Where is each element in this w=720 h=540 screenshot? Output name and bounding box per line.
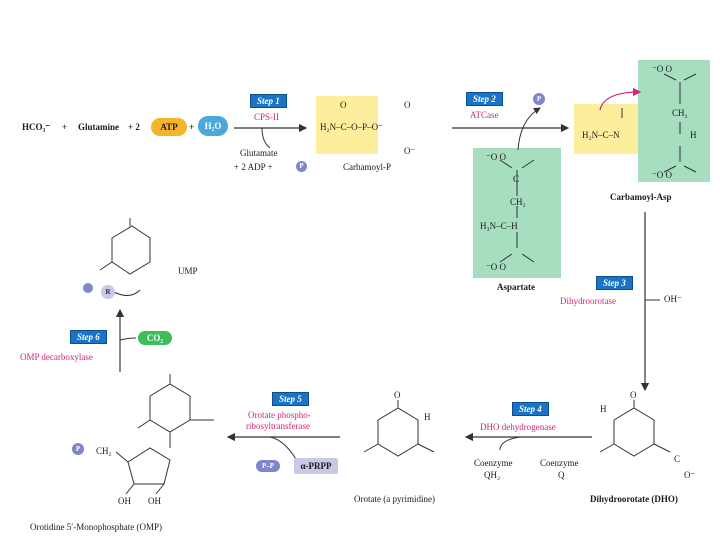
carbamoyl-asp-h: H [690, 130, 697, 140]
omp-oh1: OH [118, 496, 131, 506]
carbamoyl-asp-bottom: ⁻O O [652, 170, 672, 180]
carbamoyl-p-name: Carbamoyl-P [343, 162, 391, 172]
plus-sign-water: + [189, 122, 195, 132]
aspartate-name: Aspartate [497, 282, 535, 292]
adp-label: + 2 ADP + [234, 162, 273, 172]
carbamoyl-p-formula: H₂N–C–O–P–O⁻ [320, 122, 383, 132]
step-1-badge: Step 1 [250, 94, 287, 108]
phosphate-released-icon: P [533, 93, 545, 105]
omp-phosphate-icon: P [72, 443, 84, 455]
pyrophosphate-icon: P–P [256, 460, 280, 472]
step-2-enzyme: ATCase [470, 110, 499, 120]
step-6-enzyme: OMP decarboxylase [20, 352, 93, 362]
step-2-badge: Step 2 [466, 92, 503, 106]
carbamoyl-p-o-top: O [340, 100, 347, 110]
orotate-o: O [394, 390, 401, 400]
step-3-enzyme: Dihydroorotase [560, 296, 616, 306]
hydroxide-label: OH⁻ [664, 294, 682, 304]
bicarbonate-label: HCO₃⁻ [22, 122, 50, 132]
carbamoyl-asp-amide-highlight [574, 104, 638, 154]
step-5-badge: Step 5 [272, 392, 309, 406]
carbamoyl-p-o-bottom: O⁻ [404, 146, 416, 156]
step-4-badge: Step 4 [512, 402, 549, 416]
co2-pill: CO₂ [138, 331, 172, 345]
aspartate-c4: C [513, 174, 520, 184]
carbamoyl-asp-name: Carbamoyl-Asp [610, 192, 672, 202]
aspartate-ch2: CH₂ [510, 197, 526, 207]
dho-c: C [674, 454, 681, 464]
omp-ch2: CH₂ [96, 446, 112, 456]
dho-name: Dihydroorotate (DHO) [590, 494, 678, 504]
ump-name: UMP [178, 266, 198, 276]
step-5-enzyme-line1: Orotate phospho- [248, 410, 311, 420]
glutamine-label: Glutamine [78, 122, 120, 132]
ump-phosphate-icon [83, 283, 93, 293]
dho-h: H [600, 404, 607, 414]
plus-sign: + [62, 122, 68, 132]
aspartate-nh: H₃N–C–H [480, 221, 518, 231]
omp-oh2: OH [148, 496, 161, 506]
orotate-h: H [424, 412, 431, 422]
ump-ribose-r: R [101, 285, 115, 299]
carbamoyl-asp-top: ⁻O O [652, 64, 672, 74]
prpp-pill: α-PRPP [294, 458, 338, 474]
carbamoyl-p-highlight [316, 96, 378, 154]
step-5-enzyme-line2: ribosyltransferase [246, 421, 310, 431]
omp-name: Orotidine 5′-Monophosphate (OMP) [30, 522, 162, 532]
coenzyme-qh2-label: Coenzyme [474, 458, 513, 468]
atp-pill: ATP [151, 118, 187, 136]
step-1-enzyme: CPS-II [254, 112, 280, 122]
qh2-label: QH₂ [484, 470, 501, 480]
step-4-enzyme: DHO dehydrogenase [480, 422, 556, 432]
water-pill: H₂O [198, 116, 228, 136]
phosphate-icon: P [296, 161, 307, 172]
plus-two: + 2 [128, 122, 140, 132]
carbamoyl-asp-left: H₂N–C–N [582, 130, 620, 140]
aspartate-bottom: ⁻O O [486, 262, 506, 272]
glutamate-label: Glutamate [240, 148, 278, 158]
coenzyme-q-label: Coenzyme [540, 458, 579, 468]
q-label: Q [558, 470, 565, 480]
dho-coo: O⁻ [684, 470, 696, 480]
step-6-badge: Step 6 [70, 330, 107, 344]
carbamoyl-asp-ch2: CH₂ [672, 108, 688, 118]
step-3-badge: Step 3 [596, 276, 633, 290]
aspartate-top: ⁻O O [486, 152, 506, 162]
orotate-name: Orotate (a pyrimidine) [354, 494, 435, 504]
dho-o: O [630, 390, 637, 400]
carbamoyl-p-o-top2: O [404, 100, 411, 110]
carbamoyl-asp-highlight [638, 60, 710, 182]
